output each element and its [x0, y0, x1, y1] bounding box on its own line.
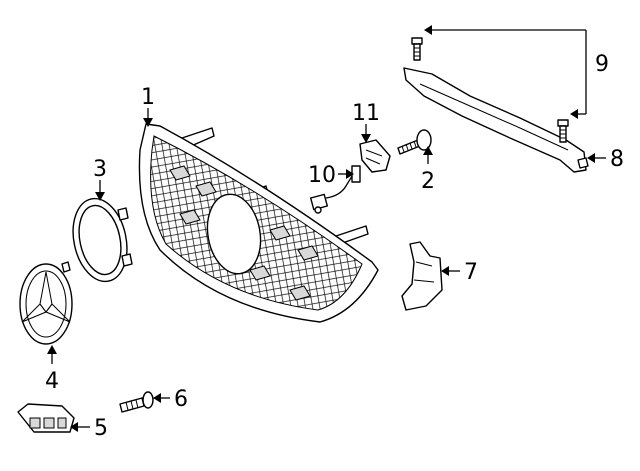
- bolts[interactable]: [411, 37, 569, 143]
- bracket[interactable]: [401, 241, 443, 311]
- callout-1-label: 1: [141, 85, 155, 110]
- screw[interactable]: [119, 391, 154, 413]
- callout-9-label: 9: [595, 52, 609, 77]
- camera-module[interactable]: [17, 403, 75, 433]
- emblem-bezel-ring[interactable]: [66, 194, 134, 287]
- callout-8-label: 8: [610, 147, 624, 172]
- callout-3: 3: [93, 157, 107, 201]
- callout-10-label: 10: [308, 163, 336, 188]
- callout-6: 6: [153, 387, 188, 412]
- grille-assembly[interactable]: [138, 123, 379, 323]
- callout-4-label: 4: [45, 369, 59, 394]
- callout-9: 9: [424, 25, 609, 119]
- callout-6-label: 6: [174, 387, 188, 412]
- callout-2-label: 2: [421, 169, 435, 194]
- callout-5: 5: [70, 416, 108, 441]
- callout-11-label: 11: [352, 101, 380, 126]
- bolt[interactable]: [397, 129, 432, 155]
- callout-8: 8: [587, 147, 624, 172]
- callout-5-label: 5: [94, 416, 108, 441]
- callout-10: 10: [308, 163, 354, 188]
- upper-support-bar[interactable]: [403, 67, 589, 173]
- star-emblem[interactable]: [19, 261, 73, 345]
- callout-4: 4: [45, 345, 59, 394]
- callout-11: 11: [352, 101, 380, 143]
- callout-7-label: 7: [464, 260, 478, 285]
- callout-3-label: 3: [93, 157, 107, 182]
- sensor[interactable]: [359, 139, 391, 173]
- callout-2: 2: [421, 146, 435, 194]
- callout-7: 7: [441, 260, 478, 285]
- callout-1: 1: [141, 85, 155, 127]
